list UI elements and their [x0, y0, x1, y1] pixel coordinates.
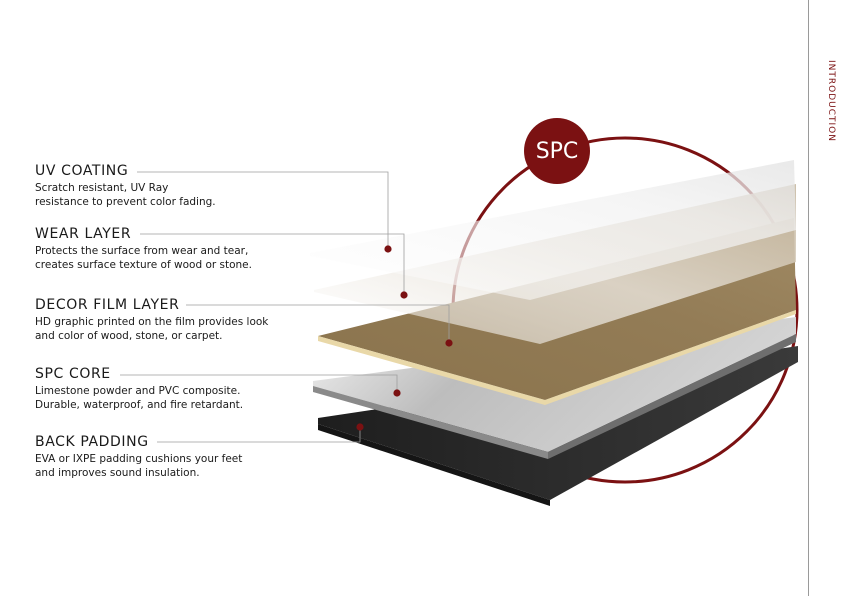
back-padding-desc: EVA or IXPE padding cushions your feet a…: [35, 453, 243, 479]
back-padding-edge: [318, 424, 550, 506]
decor-film-desc: HD graphic printed on the film provides …: [35, 316, 269, 342]
section-side-label: INTRODUCTION: [826, 60, 836, 142]
decor-film-title: DECOR FILM LAYER: [35, 297, 180, 313]
decor-film-label: DECOR FILM LAYER HD graphic printed on t…: [35, 297, 335, 343]
uv-coating-layer: [310, 160, 796, 300]
spc-core-title: SPC CORE: [35, 366, 111, 382]
spc-core-side: [548, 334, 796, 459]
uv-coating-title: UV COATING: [35, 163, 129, 179]
uv-coating-label: UV COATING Scratch resistant, UV Ray res…: [35, 163, 335, 209]
wear-layer-title: WEAR LAYER: [35, 226, 132, 242]
back-padding-title: BACK PADDING: [35, 434, 149, 450]
spc-core-edge: [313, 386, 548, 459]
marker-dots: [356, 245, 453, 431]
side-divider: [808, 0, 809, 596]
wear-layer-desc: Protects the surface from wear and tear,…: [35, 245, 252, 271]
back-padding-label: BACK PADDING EVA or IXPE padding cushion…: [35, 434, 335, 480]
wear-layer-label: WEAR LAYER Protects the surface from wea…: [35, 226, 335, 272]
leader-lines: [120, 171, 450, 443]
spc-core-desc: Limestone powder and PVC composite. Dura…: [35, 385, 244, 411]
spc-badge: SPC: [524, 118, 590, 184]
uv-coating-desc: Scratch resistant, UV Ray resistance to …: [35, 182, 216, 208]
spc-core-label: SPC CORE Limestone powder and PVC compos…: [35, 366, 335, 412]
